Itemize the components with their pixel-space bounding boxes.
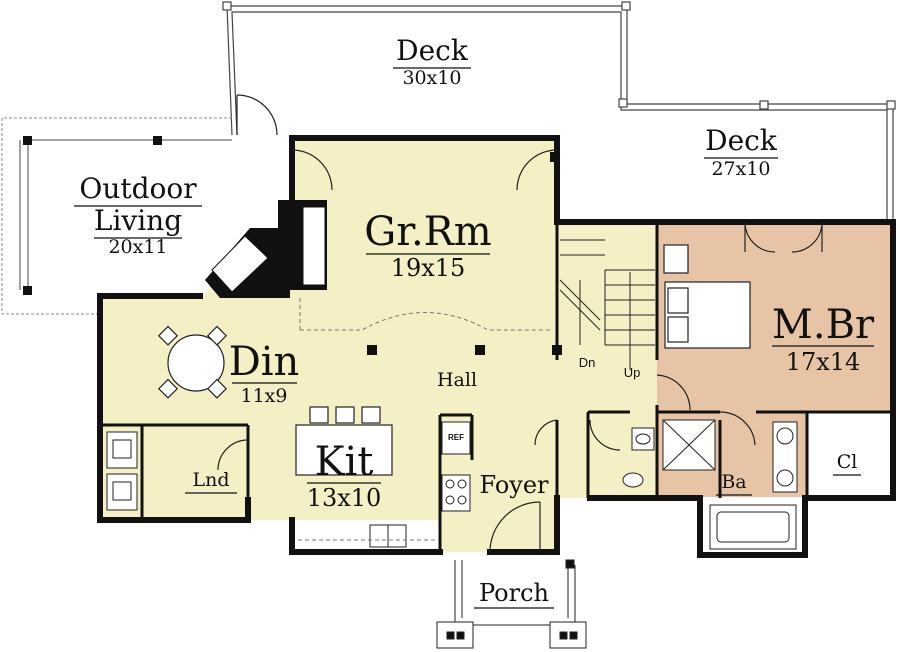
fireplace bbox=[205, 200, 327, 298]
kitchen-appliances bbox=[369, 421, 471, 548]
great-room-label: Gr.Rm bbox=[364, 209, 491, 255]
outdoor-living-outline bbox=[1, 117, 232, 315]
closet-label: Cl bbox=[837, 451, 858, 473]
outdoor-label-line2: Living bbox=[94, 204, 182, 237]
dining-table bbox=[157, 325, 228, 399]
dining-size: 11x9 bbox=[241, 385, 288, 407]
kitchen-size: 13x10 bbox=[307, 484, 382, 512]
laundry-appliances bbox=[106, 431, 138, 511]
dining-label: Din bbox=[229, 339, 300, 385]
fridge-label: REF bbox=[448, 433, 464, 442]
ceiling-outline bbox=[298, 298, 552, 541]
foyer-label: Foyer bbox=[479, 471, 549, 499]
great-room-size: 19x15 bbox=[391, 254, 466, 282]
porch bbox=[436, 559, 587, 649]
kitchen-label: Kit bbox=[315, 439, 374, 485]
kitchen-island bbox=[295, 406, 393, 476]
windows bbox=[97, 135, 896, 555]
master-size: 17x14 bbox=[786, 348, 861, 376]
stairs-down-label: Dn bbox=[579, 355, 596, 370]
deck-top-size: 30x10 bbox=[402, 67, 461, 89]
columns bbox=[367, 345, 562, 355]
bath-label: Ba bbox=[721, 471, 746, 493]
deck-right-size: 27x10 bbox=[711, 158, 770, 180]
main-floor-fill bbox=[100, 138, 657, 552]
deck-outline bbox=[222, 1, 896, 220]
stairs-up-label: Up bbox=[624, 365, 641, 380]
laundry-label: Lnd bbox=[192, 469, 229, 491]
deck-right-label: Deck bbox=[705, 124, 778, 157]
outdoor-posts bbox=[23, 136, 162, 295]
hall-label: Hall bbox=[437, 369, 477, 391]
master-bed bbox=[663, 244, 751, 349]
staircase bbox=[559, 239, 655, 370]
outdoor-size: 20x11 bbox=[108, 236, 167, 258]
bath-fixtures bbox=[622, 419, 798, 550]
master-label: M.Br bbox=[772, 302, 875, 348]
doors bbox=[217, 94, 823, 553]
deck-top-label: Deck bbox=[396, 34, 469, 67]
interior-walls bbox=[100, 222, 893, 552]
outdoor-label-line1: Outdoor bbox=[79, 172, 197, 205]
porch-label: Porch bbox=[479, 579, 549, 607]
